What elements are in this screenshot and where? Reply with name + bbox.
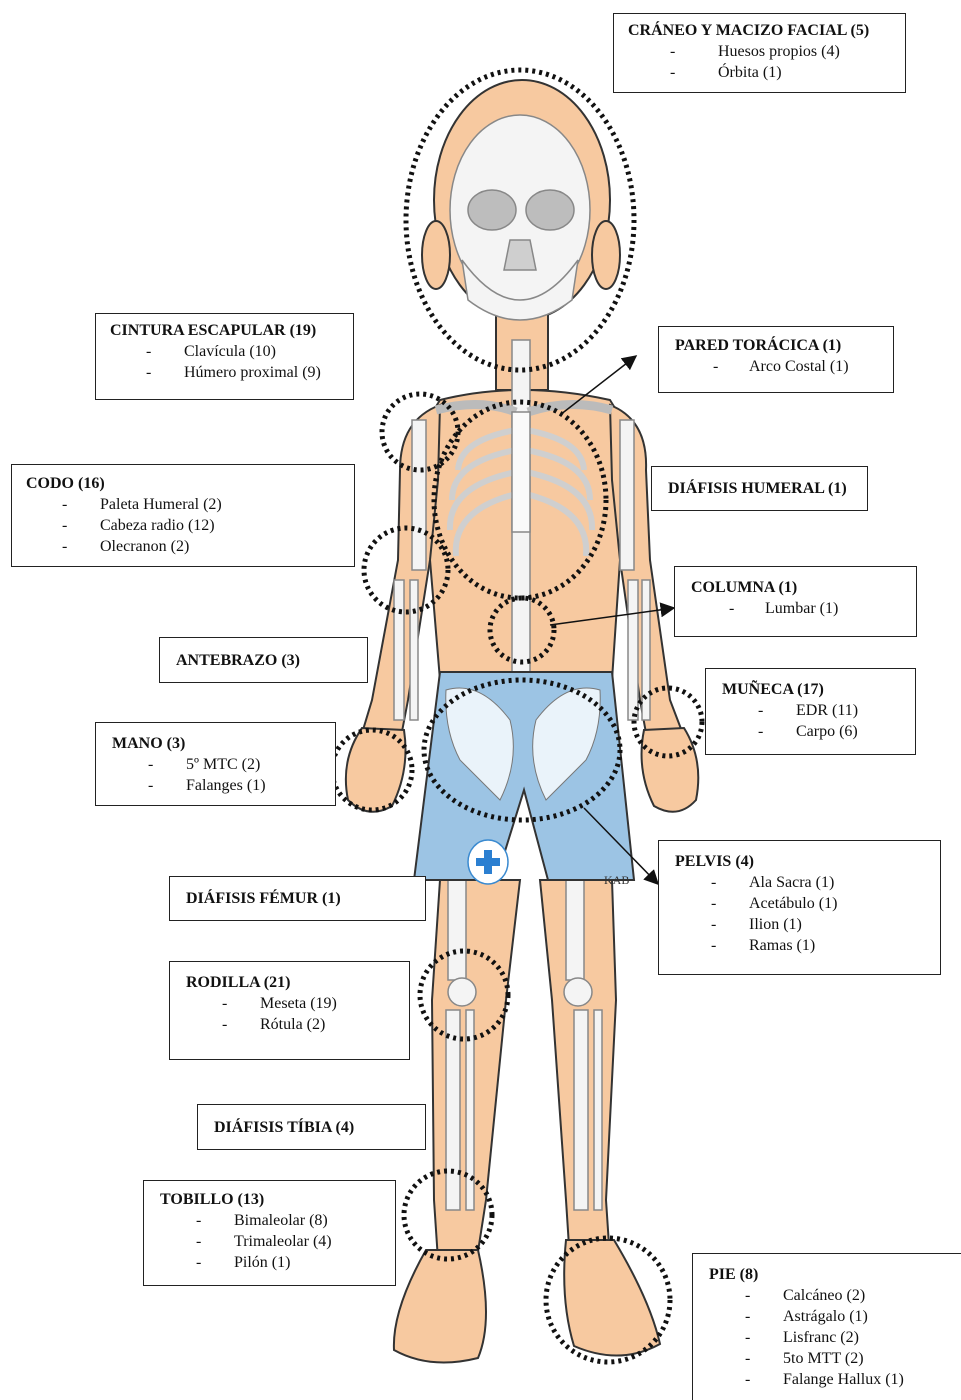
label-rodilla: RODILLA (21) -Meseta (19) -Rótula (2) [169, 961, 410, 1060]
label-diaf-femur-title: DIÁFISIS FÉMUR (1) [186, 888, 341, 909]
label-pie-item: Astrágalo (1) [783, 1306, 868, 1327]
label-rodilla-title: RODILLA (21) [186, 972, 409, 993]
label-rodilla-item: Meseta (19) [260, 993, 337, 1014]
label-tobillo-item: Trimaleolar (4) [234, 1231, 332, 1252]
label-cintura-item: Húmero proximal (9) [184, 362, 321, 383]
label-tobillo-title: TOBILLO (13) [160, 1189, 395, 1210]
label-mano-item: Falanges (1) [186, 775, 266, 796]
label-pared-item: Arco Costal (1) [749, 356, 849, 377]
label-pie-title: PIE (8) [709, 1264, 961, 1285]
label-tobillo: TOBILLO (13) -Bimaleolar (8) -Trimaleola… [143, 1180, 396, 1286]
signature: KAB [604, 873, 629, 887]
label-antebrazo-title: ANTEBRAZO (3) [176, 650, 300, 671]
label-rodilla-item: Rótula (2) [260, 1014, 325, 1035]
label-mano: MANO (3) -5º MTC (2) -Falanges (1) [95, 722, 336, 806]
label-pelvis-item: Ramas (1) [749, 935, 815, 956]
label-cintura-escapular: CINTURA ESCAPULAR (19) -Clavícula (10) -… [95, 313, 354, 400]
label-pelvis-item: Ala Sacra (1) [749, 872, 834, 893]
label-muneca: MUÑECA (17) -EDR (11) -Carpo (6) [705, 668, 916, 755]
label-diafisis-humeral: DIÁFISIS HUMERAL (1) [651, 466, 868, 511]
label-craneo: CRÁNEO Y MACIZO FACIAL (5) -Huesos propi… [613, 13, 906, 93]
label-pared-title: PARED TORÁCICA (1) [675, 335, 893, 356]
label-codo-title: CODO (16) [26, 473, 354, 494]
label-muneca-title: MUÑECA (17) [722, 679, 915, 700]
label-tobillo-item: Bimaleolar (8) [234, 1210, 328, 1231]
label-diafisis-tibia: DIÁFISIS TÍBIA (4) [197, 1104, 426, 1150]
label-codo-item: Cabeza radio (12) [100, 515, 215, 536]
label-tobillo-item: Pilón (1) [234, 1252, 290, 1273]
label-codo: CODO (16) -Paleta Humeral (2) -Cabeza ra… [11, 464, 355, 567]
label-pie: PIE (8) -Calcáneo (2) -Astrágalo (1) -Li… [692, 1253, 961, 1400]
label-diafisis-femur: DIÁFISIS FÉMUR (1) [169, 876, 426, 921]
label-muneca-item: EDR (11) [796, 700, 858, 721]
label-antebrazo: ANTEBRAZO (3) [159, 637, 368, 683]
label-codo-item: Paleta Humeral (2) [100, 494, 222, 515]
shorts: KAB [414, 672, 634, 887]
label-diaf-humeral-title: DIÁFISIS HUMERAL (1) [668, 478, 847, 499]
label-cintura-title: CINTURA ESCAPULAR (19) [110, 320, 353, 341]
label-muneca-item: Carpo (6) [796, 721, 858, 742]
label-diaf-tibia-title: DIÁFISIS TÍBIA (4) [214, 1117, 354, 1138]
label-pie-item: Lisfranc (2) [783, 1327, 859, 1348]
label-pelvis: PELVIS (4) -Ala Sacra (1) -Acetábulo (1)… [658, 840, 941, 975]
label-pelvis-item: Ilion (1) [749, 914, 802, 935]
label-pie-item: Falange Hallux (1) [783, 1369, 904, 1390]
label-columna-item: Lumbar (1) [765, 598, 838, 619]
label-pelvis-item: Acetábulo (1) [749, 893, 837, 914]
label-pie-item: Calcáneo (2) [783, 1285, 865, 1306]
label-craneo-title: CRÁNEO Y MACIZO FACIAL (5) [628, 20, 905, 41]
label-cintura-item: Clavícula (10) [184, 341, 276, 362]
label-pie-item: 5to MTT (2) [783, 1348, 864, 1369]
label-craneo-item: Órbita (1) [718, 62, 782, 83]
label-pared-toracica: PARED TORÁCICA (1) -Arco Costal (1) [658, 326, 894, 393]
label-mano-item: 5º MTC (2) [186, 754, 260, 775]
label-columna: COLUMNA (1) -Lumbar (1) [674, 566, 917, 637]
label-columna-title: COLUMNA (1) [691, 577, 916, 598]
label-craneo-item: Huesos propios (4) [718, 41, 840, 62]
label-mano-title: MANO (3) [112, 733, 335, 754]
label-pelvis-title: PELVIS (4) [675, 851, 940, 872]
label-codo-item: Olecranon (2) [100, 536, 189, 557]
